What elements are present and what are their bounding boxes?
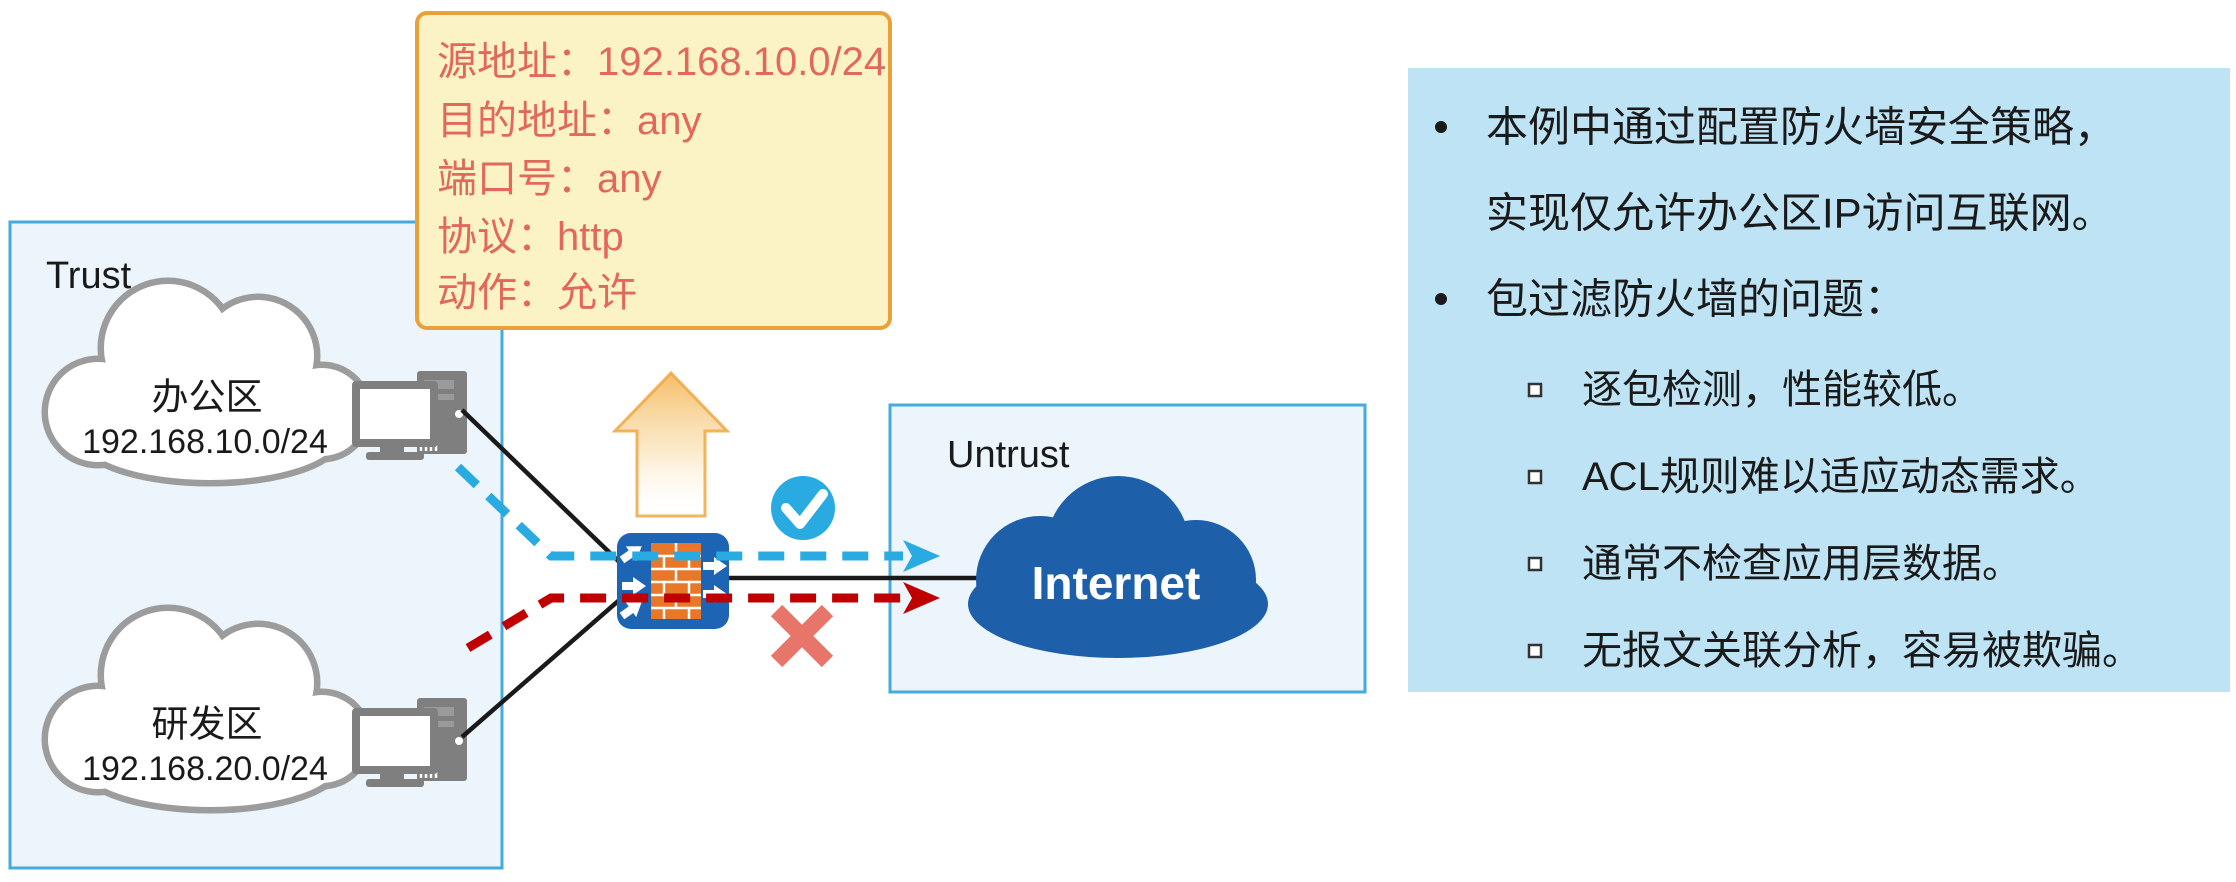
panel-bullet2: 包过滤防火墙的问题：	[1486, 276, 1906, 323]
up-arrow-icon	[611, 370, 731, 518]
internet-label: Internet	[1032, 557, 1201, 609]
cross-mark-icon	[770, 604, 834, 668]
panel-sub-bullet-3: 通常不检查应用层数据。	[1582, 542, 2022, 586]
rnd-to-firewall-link	[460, 580, 642, 739]
panel-bullet1-line1: 本例中通过配置防火墙安全策略，	[1486, 104, 2116, 151]
policy-note: 源地址：192.168.10.0/24 目的地址：any 端口号：any 协议：…	[415, 11, 892, 330]
trust-zone-label: Trust	[46, 255, 132, 297]
allowed-flow-arrowhead-icon	[903, 540, 940, 572]
firewall-icon	[616, 533, 729, 629]
bullet-dot-icon	[1435, 121, 1447, 133]
policy-note-box	[415, 11, 892, 330]
rnd-cloud-icon: 研发区 192.168.20.0/24	[41, 604, 373, 814]
allowed-flow-path	[454, 463, 903, 561]
rnd-network-name: 研发区	[152, 704, 263, 745]
denied-flow-path	[465, 593, 903, 652]
policy-src: 源地址：192.168.10.0/24	[437, 40, 886, 84]
office-network-cidr: 192.168.10.0/24	[82, 423, 328, 461]
untrust-zone-label: Untrust	[947, 434, 1070, 476]
allowed-flow	[454, 463, 940, 572]
policy-dst: 目的地址：any	[437, 99, 702, 143]
panel-sub-bullet-4: 无报文关联分析，容易被欺骗。	[1582, 629, 2142, 673]
office-computer-icon	[350, 369, 469, 462]
denied-flow-arrowhead-icon	[903, 582, 940, 614]
office-cloud-icon: 办公区 192.168.10.0/24	[41, 277, 373, 487]
notes-panel: 本例中通过配置防火墙安全策略， 实现仅允许办公区IP访问互联网。 包过滤防火墙的…	[1408, 68, 2230, 692]
sub-bullet-square-icon	[1527, 643, 1543, 659]
policy-port: 端口号：any	[437, 157, 662, 201]
denied-flow	[465, 582, 940, 652]
sub-bullet-square-icon	[1527, 556, 1543, 572]
panel-sub-bullet-1: 逐包检测，性能较低。	[1582, 368, 1982, 412]
rnd-network-cidr: 192.168.20.0/24	[82, 750, 328, 788]
policy-proto: 协议：http	[437, 215, 624, 259]
internet-cloud-icon	[968, 476, 1268, 658]
panel-sub-bullet-2: ACL规则难以适应动态需求。	[1582, 455, 2100, 499]
office-network-name: 办公区	[152, 377, 263, 418]
sub-bullet-square-icon	[1527, 469, 1543, 485]
check-circle-icon	[771, 476, 835, 540]
notes-panel-background	[1408, 68, 2230, 692]
panel-bullet1-line2: 实现仅允许办公区IP访问互联网。	[1486, 190, 2114, 237]
bullet-dot-icon	[1435, 293, 1447, 305]
sub-bullet-square-icon	[1527, 382, 1543, 398]
rnd-computer-icon	[350, 696, 469, 789]
policy-action: 动作：允许	[437, 271, 637, 315]
